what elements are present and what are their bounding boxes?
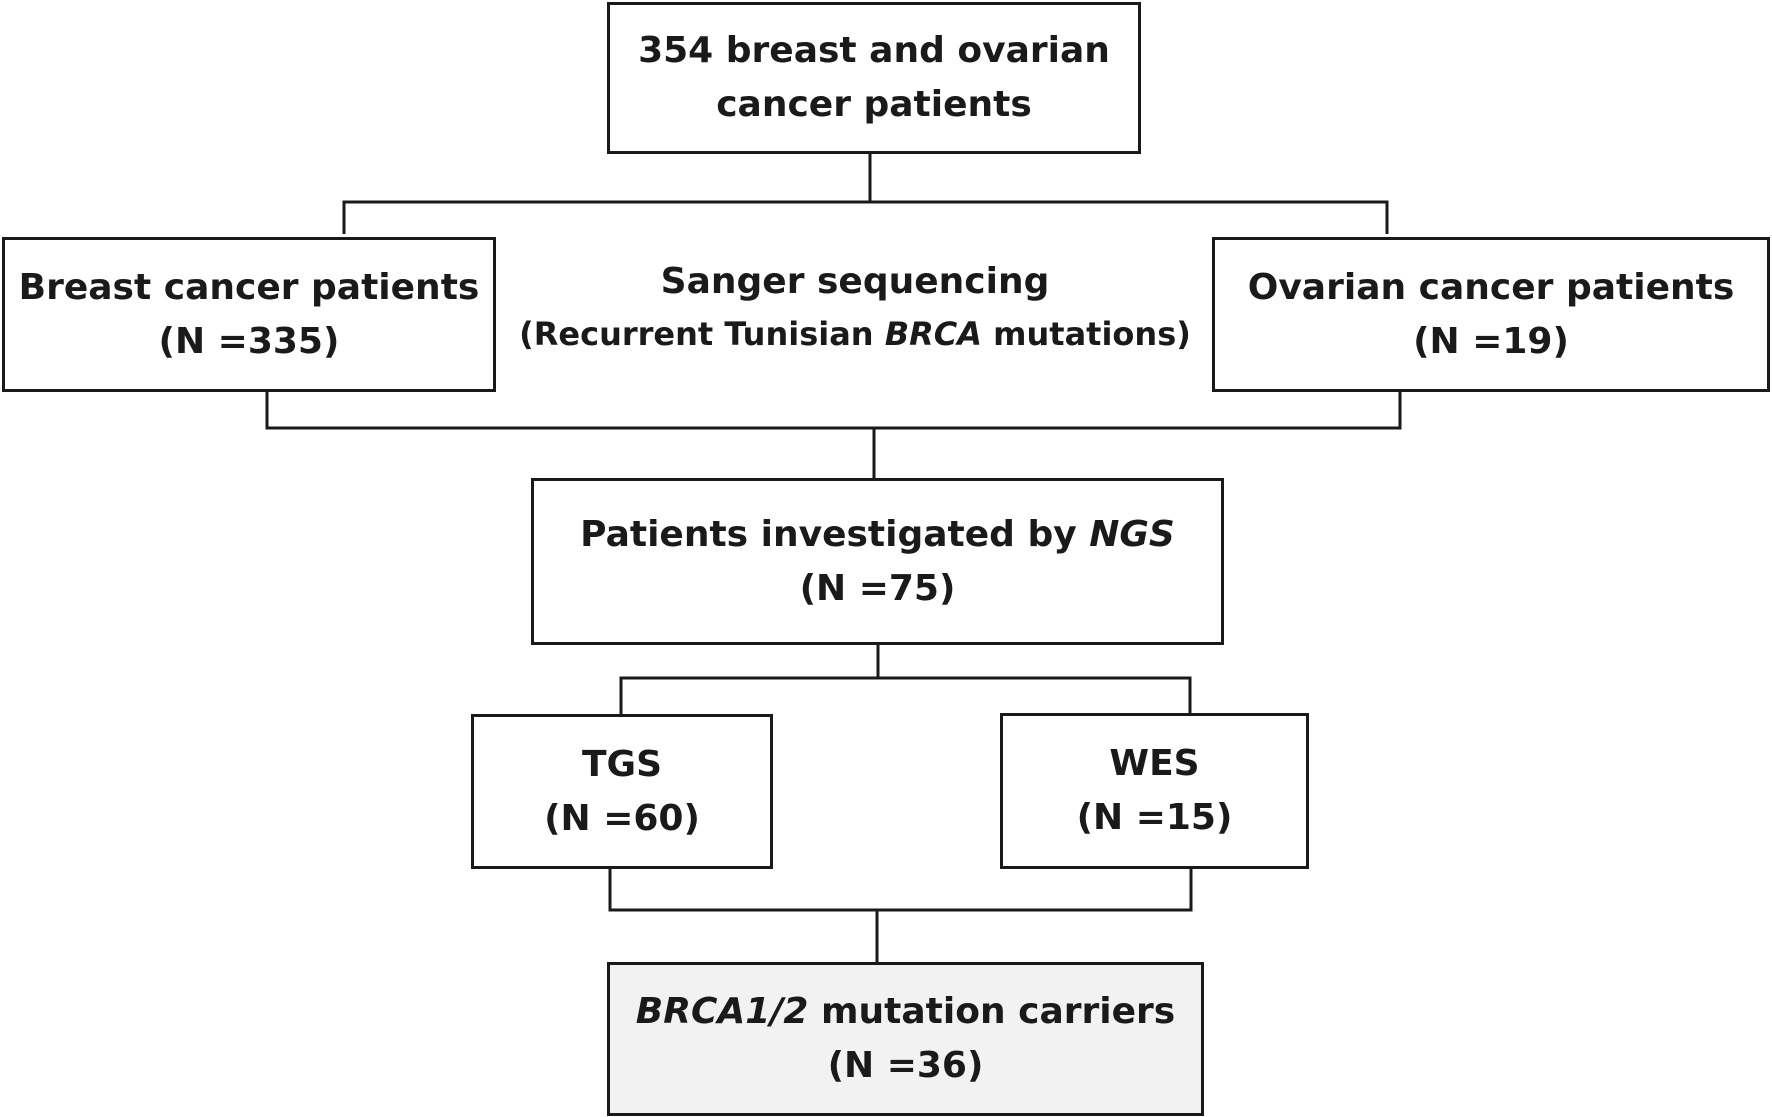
total-patients-line1: 354 breast and ovarian	[638, 30, 1110, 71]
mutation-carriers-box: BRCA1/2 mutation carriers (N =36)	[607, 962, 1204, 1116]
wes-label: WES	[1109, 743, 1200, 784]
connector-total-branch	[342, 154, 1389, 234]
wes-count: (N =15)	[1076, 797, 1233, 838]
sanger-detail: (Recurrent Tunisian BRCA mutations)	[519, 315, 1191, 353]
breast-cancer-count: (N =335)	[158, 320, 340, 362]
ovarian-cancer-box: Ovarian cancer patients (N =19)	[1212, 237, 1770, 392]
ngs-count: (N =75)	[799, 567, 956, 609]
ovarian-cancer-count: (N =19)	[1413, 320, 1569, 362]
tgs-count: (N =60)	[544, 797, 700, 839]
breast-cancer-label: Breast cancer patients	[18, 266, 480, 308]
breast-cancer-box: Breast cancer patients (N =335)	[2, 237, 496, 392]
total-patients-line2: cancer patients	[716, 84, 1032, 125]
connector-merge-ngs	[265, 392, 1402, 478]
total-patients-box: 354 breast and ovarian cancer patients	[607, 2, 1141, 154]
sanger-sequencing-note: Sanger sequencing (Recurrent Tunisian BR…	[500, 255, 1210, 360]
sanger-title: Sanger sequencing	[660, 261, 1050, 302]
tgs-label: TGS	[581, 743, 663, 785]
ngs-label: Patients investigated by NGS	[580, 513, 1175, 555]
tgs-box: TGS (N =60)	[471, 714, 773, 869]
connector-ngs-branch	[619, 645, 1192, 714]
mutation-carriers-label: BRCA1/2 mutation carriers	[635, 991, 1176, 1032]
ngs-box: Patients investigated by NGS (N =75)	[531, 478, 1224, 645]
wes-box: WES (N =15)	[1000, 713, 1309, 869]
ovarian-cancer-label: Ovarian cancer patients	[1247, 266, 1735, 308]
mutation-carriers-count: (N =36)	[827, 1045, 984, 1086]
connector-merge-carriers	[608, 869, 1193, 962]
